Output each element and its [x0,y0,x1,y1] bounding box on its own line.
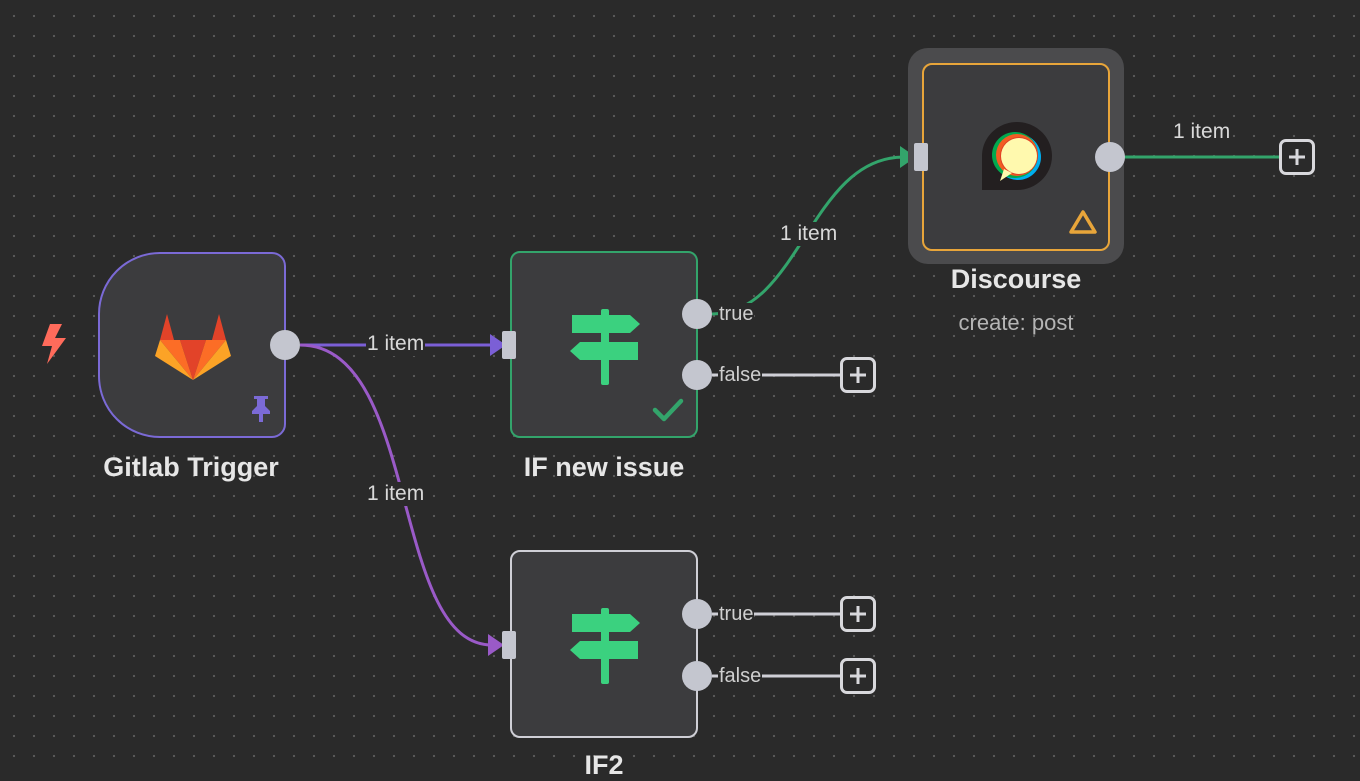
input-handle-if2[interactable] [502,631,516,659]
output-label-if-false: false [718,364,763,386]
node-if2[interactable] [510,550,698,738]
output-label-if2-true: true [718,603,755,625]
edge-label-trigger-if2: 1 item [366,482,426,506]
add-node-if2-false-button[interactable] [840,658,876,694]
add-node-discourse-button[interactable] [1279,139,1315,175]
gitlab-icon [155,314,231,380]
node-label-discourse: Discourse [950,264,1082,294]
output-handle-gitlab-trigger[interactable] [270,330,300,360]
edge-label-if-discourse: 1 item [779,222,839,246]
edge-arrow-if-new-issue [490,334,506,356]
node-discourse[interactable] [922,63,1110,251]
edge-label-trigger-if-new-issue: 1 item [366,332,426,356]
node-gitlab-trigger[interactable] [98,252,286,438]
signpost-icon [570,309,640,385]
pin-icon [252,396,270,422]
output-label-if-true: true [718,303,755,325]
discourse-icon [982,122,1052,190]
node-subtitle-discourse: create: post [958,310,1074,335]
node-label-if2: IF2 [584,750,624,780]
add-node-if-false-button[interactable] [840,357,876,393]
node-label-gitlab-trigger: Gitlab Trigger [103,452,279,482]
output-handle-if-false[interactable] [682,360,712,390]
input-handle-if-new-issue[interactable] [502,331,516,359]
output-handle-if-true[interactable] [682,299,712,329]
output-handle-if2-true[interactable] [682,599,712,629]
checkmark-icon [652,398,684,422]
warning-triangle-icon[interactable] [1068,209,1098,235]
edge-arrow-if2 [488,634,504,656]
node-if-new-issue[interactable] [510,251,698,438]
lightning-bolt-icon [42,324,66,364]
node-label-if-new-issue: IF new issue [523,452,685,482]
edge-label-discourse-out: 1 item [1172,120,1232,144]
add-node-if2-true-button[interactable] [840,596,876,632]
output-handle-discourse[interactable] [1095,142,1125,172]
output-handle-if2-false[interactable] [682,661,712,691]
input-handle-discourse[interactable] [914,143,928,171]
output-label-if2-false: false [718,665,763,687]
signpost-icon [570,608,640,684]
